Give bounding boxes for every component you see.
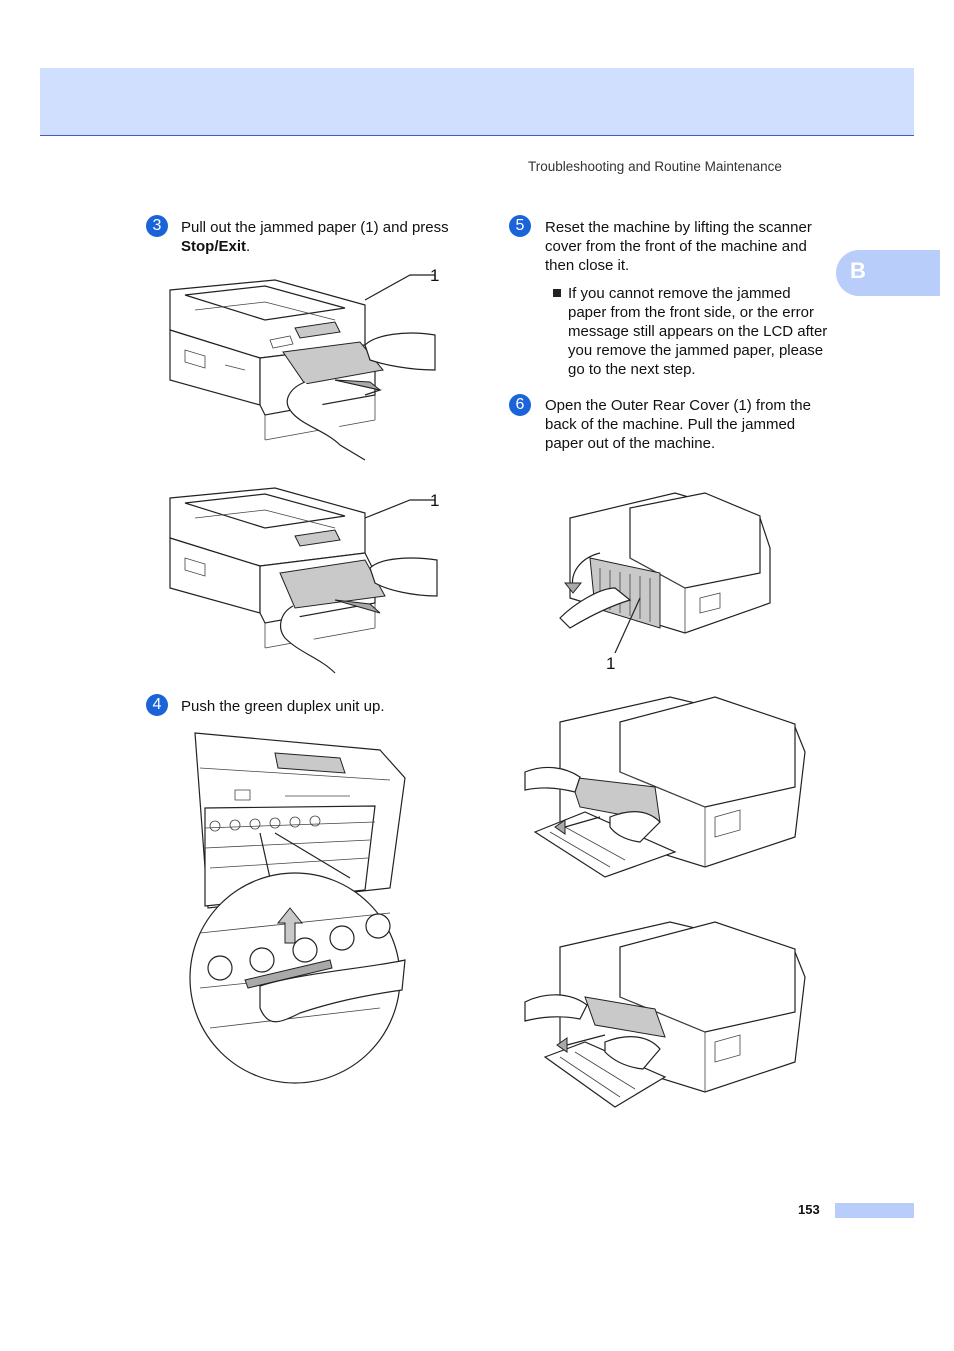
rollers-zoom	[207, 913, 391, 981]
rollers-small	[209, 815, 321, 832]
step-3-text-before: Pull out the jammed paper (1) and press	[181, 219, 449, 236]
step-3-text-after: .	[246, 238, 251, 255]
callout-outer-rear-cover: 1	[606, 654, 616, 673]
step-4-badge: 4	[146, 694, 168, 716]
figure-front-jam-2	[169, 487, 438, 674]
figure-duplex-unit	[189, 732, 406, 1084]
step-5-bullet: If you cannot remove the jammed paper fr…	[568, 285, 828, 378]
page-number: 153	[798, 1202, 820, 1217]
running-head: Troubleshooting and Routine Maintenance	[528, 159, 782, 174]
figure-rear-jam-1	[524, 696, 806, 878]
callout-jammed-paper-2: 1	[430, 491, 440, 510]
chapter-tab: B	[836, 250, 940, 296]
step-3-badge: 3	[146, 215, 168, 237]
figure-rear-cover-open	[559, 492, 771, 654]
step-6-badge: 6	[509, 394, 531, 416]
step-4-text: Push the green duplex unit up.	[181, 698, 385, 715]
step-6-text: Open the Outer Rear Cover (1) from the b…	[545, 397, 811, 452]
stop-exit-key: Stop/Exit	[181, 238, 247, 255]
step-5-text: Reset the machine by lifting the scanner…	[545, 219, 812, 274]
bullet-marker	[553, 289, 561, 297]
step-5-badge: 5	[509, 215, 531, 237]
figure-front-jam-1	[169, 274, 436, 461]
figure-rear-jam-2	[524, 921, 806, 1108]
header-band	[40, 68, 914, 136]
page-number-bar	[835, 1203, 914, 1218]
chapter-tab-label: B	[850, 258, 866, 283]
callout-jammed-paper-1: 1	[430, 266, 440, 285]
step-3-text: Pull out the jammed paper (1) and press …	[181, 218, 481, 256]
